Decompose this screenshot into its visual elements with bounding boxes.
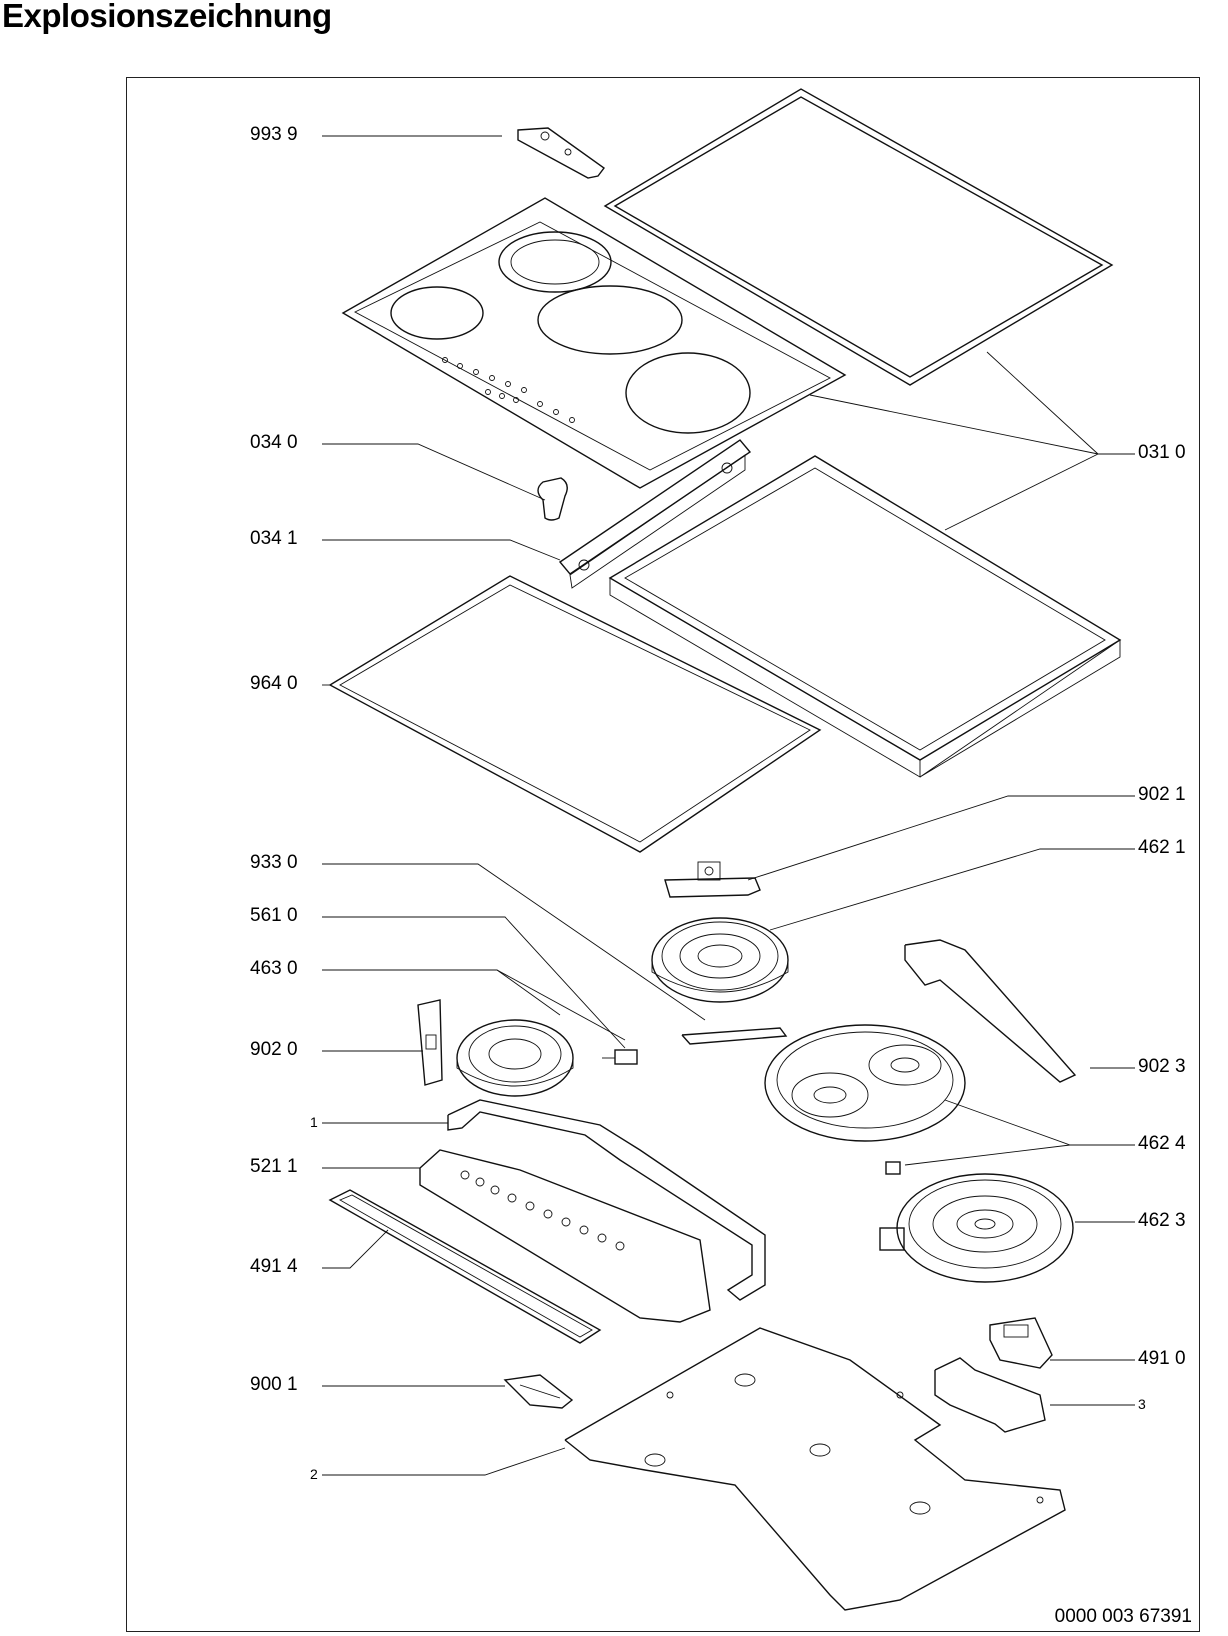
page-title: Explosionszeichnung bbox=[2, 0, 332, 34]
small-heater-drawing bbox=[456, 1019, 574, 1097]
leader-463-0b bbox=[496, 969, 626, 1041]
leader-902-1 bbox=[747, 795, 1135, 881]
connector-drawing bbox=[602, 1049, 638, 1065]
label-521-1: 521 1 bbox=[250, 1156, 298, 1177]
cover-channel-drawing bbox=[447, 1099, 766, 1301]
leader-034-1 bbox=[322, 539, 561, 561]
control-board-drawing bbox=[419, 1149, 711, 1323]
terminal-bracket-drawing bbox=[934, 1357, 1046, 1433]
leader-462-4-a bbox=[944, 1099, 1135, 1146]
label-462-3: 462 3 bbox=[1138, 1210, 1186, 1231]
label-902-0: 902 0 bbox=[250, 1039, 298, 1060]
gasket-frame-drawing bbox=[603, 88, 1114, 386]
leader-491-4 bbox=[322, 1229, 389, 1269]
label-462-1: 462 1 bbox=[1138, 837, 1186, 858]
cable-clip-drawing bbox=[503, 1374, 574, 1409]
bracket-drawing bbox=[517, 127, 605, 179]
large-heater-drawing bbox=[879, 1173, 1074, 1283]
frame-drawing bbox=[608, 455, 1122, 778]
leader-561-0 bbox=[322, 916, 626, 1049]
leader-463-0 bbox=[322, 969, 561, 1016]
terminal-block-drawing bbox=[989, 1317, 1053, 1369]
seal-drawing bbox=[328, 575, 822, 853]
rail-drawing bbox=[558, 439, 752, 589]
label-491-0: 491 0 bbox=[1138, 1348, 1186, 1369]
sensor-drawing bbox=[681, 1027, 788, 1045]
label-491-4: 491 4 bbox=[250, 1256, 298, 1277]
support-bracket-drawing bbox=[417, 999, 443, 1086]
label-964-0: 964 0 bbox=[250, 673, 298, 694]
leader-lines bbox=[322, 135, 1135, 1476]
leader-031-0-b bbox=[809, 394, 1099, 455]
oval-heater-drawing bbox=[764, 1024, 966, 1175]
drawing-number: 0000 003 67391 bbox=[1054, 1606, 1192, 1627]
label-902-3: 902 3 bbox=[1138, 1056, 1186, 1077]
label-2: 2 bbox=[310, 1466, 318, 1482]
leader-034-0 bbox=[322, 443, 546, 501]
label-1: 1 bbox=[310, 1114, 318, 1130]
label-3: 3 bbox=[1138, 1396, 1146, 1412]
label-462-4: 462 4 bbox=[1138, 1133, 1186, 1154]
leader-462-4-b bbox=[904, 1144, 1071, 1166]
drawing-frame bbox=[126, 77, 1200, 1632]
label-463-0: 463 0 bbox=[250, 958, 298, 979]
label-561-0: 561 0 bbox=[250, 905, 298, 926]
leader-462-1 bbox=[769, 848, 1135, 931]
label-034-0: 034 0 bbox=[250, 432, 298, 453]
leader-031-0-c bbox=[944, 453, 1099, 531]
label-031-0: 031 0 bbox=[1138, 442, 1186, 463]
label-993-9: 993 9 bbox=[250, 124, 298, 145]
base-plate-drawing bbox=[564, 1327, 1066, 1611]
touch-panel-drawing bbox=[328, 1189, 602, 1344]
label-900-1: 900 1 bbox=[250, 1374, 298, 1395]
leader-933-0 bbox=[322, 863, 706, 1021]
long-bracket-drawing bbox=[904, 939, 1077, 1083]
label-034-1: 034 1 bbox=[250, 528, 298, 549]
leader-031-0-a bbox=[986, 351, 1135, 455]
label-933-0: 933 0 bbox=[250, 852, 298, 873]
label-902-1: 902 1 bbox=[1138, 784, 1186, 805]
clip-drawing bbox=[537, 477, 568, 521]
holder-drawing bbox=[664, 861, 761, 898]
round-heater-drawing bbox=[651, 917, 789, 1003]
leader-2 bbox=[322, 1447, 566, 1476]
glass-top-drawing bbox=[341, 197, 847, 489]
